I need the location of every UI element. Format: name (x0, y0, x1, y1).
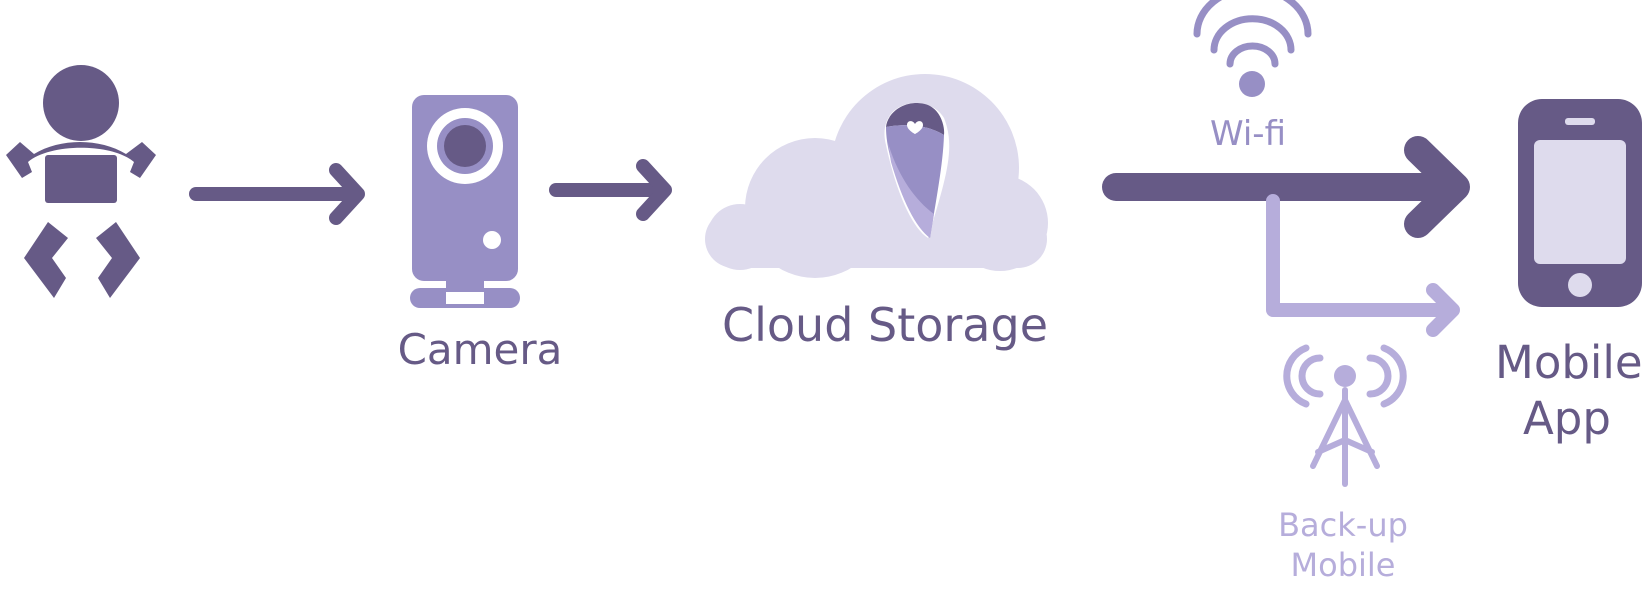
baby-icon (6, 65, 156, 298)
arrow-backup-to-mobile (1266, 194, 1460, 337)
camera-icon (410, 95, 520, 308)
mobile-app-label-line1: Mobile (1495, 336, 1643, 389)
backup-mobile-label-line2: Mobile (1290, 546, 1396, 584)
smartphone-icon (1518, 99, 1642, 307)
camera-label: Camera (397, 325, 563, 374)
backup-mobile-label-line1: Back-up (1278, 506, 1408, 544)
arrow-wifi-to-mobile (1102, 136, 1470, 238)
cell-tower-icon (1283, 344, 1407, 487)
cloud-storage-label: Cloud Storage (722, 298, 1048, 352)
arrow-camera-to-cloud (549, 159, 672, 221)
wifi-label: Wi-fi (1209, 114, 1286, 154)
cloud-icon (705, 74, 1048, 278)
mobile-app-label: Mobile App (1495, 335, 1650, 447)
wifi-icon (1193, 0, 1312, 97)
arrow-baby-to-camera (189, 163, 365, 225)
mobile-app-label-line2: App (1523, 392, 1611, 445)
backup-mobile-label: Back-up Mobile (1268, 505, 1418, 585)
